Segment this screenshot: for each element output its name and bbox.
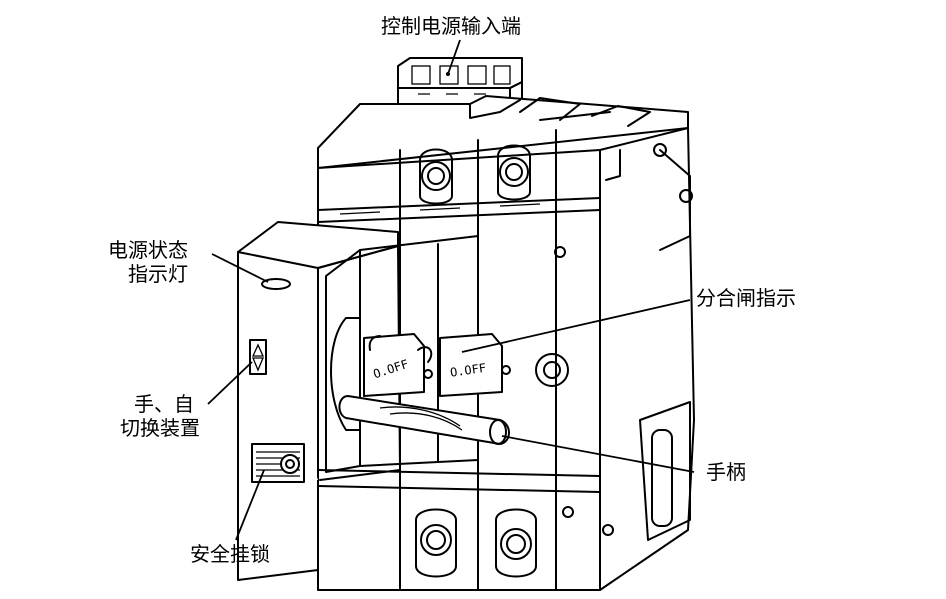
leader-lines — [207, 39, 695, 541]
leader-open-close — [461, 299, 691, 353]
lower-terminal-screws — [415, 508, 537, 578]
leader-manual-auto — [207, 361, 253, 405]
power-indicator-light — [261, 278, 291, 290]
leader-safety-lock — [235, 469, 265, 541]
switch-mark-right: O.OFF — [449, 361, 487, 380]
breaker-handles — [330, 317, 511, 445]
label-control-power-input: 控制电源输入端 — [381, 14, 521, 38]
leader-control-input — [447, 39, 461, 75]
breaker-top-slab — [317, 95, 689, 169]
manual-auto-switch — [249, 339, 267, 375]
label-power-indicator-line1: 电源状态 — [108, 238, 188, 262]
label-handle: 手柄 — [706, 460, 746, 484]
label-safety-lock: 安全挂锁 — [190, 542, 270, 566]
leader-power-indicator — [211, 253, 269, 283]
leader-handle — [501, 435, 695, 473]
label-manual-auto: 手、自 切换装置 — [120, 392, 200, 440]
upper-terminal-screws — [419, 144, 531, 205]
control-terminal-block — [397, 57, 523, 113]
label-manual-auto-line2: 切换装置 — [120, 416, 200, 440]
safety-lock-plate — [251, 443, 305, 483]
label-open-close-indicator: 分合闸指示 — [696, 286, 796, 310]
label-power-indicator: 电源状态 指示灯 — [108, 238, 188, 286]
label-power-indicator-line2: 指示灯 — [128, 262, 188, 286]
label-manual-auto-line1: 手、自 — [134, 392, 194, 416]
